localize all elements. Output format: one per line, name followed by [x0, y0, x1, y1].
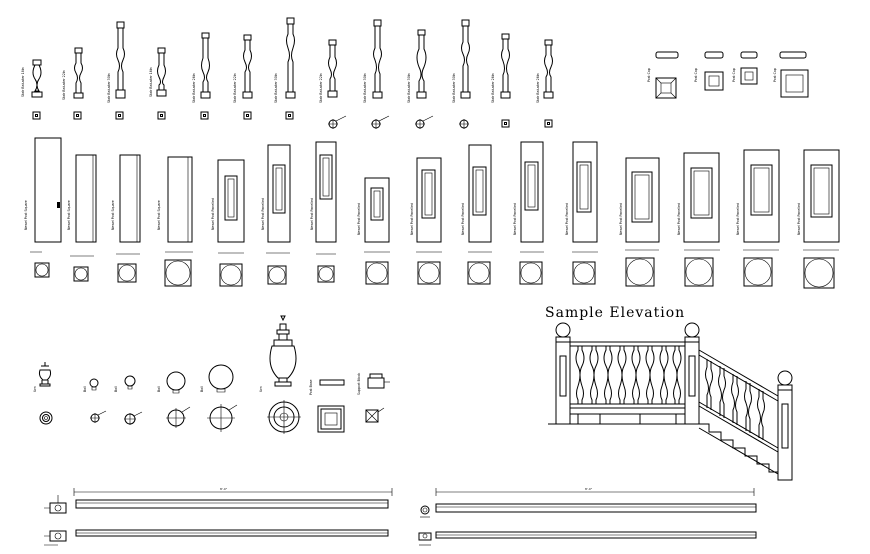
svg-text:Stair Baluster 16in: Stair Baluster 16in — [149, 67, 153, 97]
sample-elevation: Sample Elevation — [545, 305, 793, 481]
finial-ball-2: Ball — [114, 375, 143, 425]
baluster-6: Stair Baluster 22in — [233, 34, 253, 120]
newel-post-12: Newel Post Panelled — [565, 141, 598, 285]
svg-text:Ball: Ball — [157, 386, 161, 392]
baluster-3: Stair Baluster 30in — [107, 21, 126, 120]
baluster-1: Stair Baluster 18in — [21, 59, 43, 120]
baluster-11: Stair Baluster 30in — [452, 19, 471, 129]
svg-text:Urn: Urn — [259, 386, 263, 392]
baluster-2: Stair Baluster 22in — [62, 47, 84, 120]
svg-text:Stair Baluster 22in: Stair Baluster 22in — [62, 70, 66, 100]
landing-balusters — [575, 346, 682, 404]
svg-text:Newel Post Panelled: Newel Post Panelled — [619, 203, 623, 235]
svg-text:Stair Baluster 30in: Stair Baluster 30in — [407, 73, 411, 103]
baluster-10: Stair Baluster 30in — [407, 29, 434, 129]
svg-text:Post Cap: Post Cap — [773, 68, 777, 82]
svg-text:Newel Post Panelled: Newel Post Panelled — [677, 203, 681, 235]
svg-text:8'-0": 8'-0" — [585, 487, 593, 491]
svg-text:Support Block: Support Block — [357, 373, 361, 395]
newel-post-6: Newel Post Panelled — [261, 144, 291, 285]
svg-text:Newel Post Panelled: Newel Post Panelled — [797, 203, 801, 235]
newel-post-4: Newel Post Square — [157, 156, 193, 287]
svg-text:Stair Baluster 26in: Stair Baluster 26in — [192, 73, 196, 103]
svg-text:8'-0": 8'-0" — [220, 487, 228, 491]
newel-post-9: Newel Post Panelled — [410, 157, 442, 285]
finial-group: Urn Ball Ball Ball Ball Urn — [33, 315, 390, 434]
newel-post-row: Newel Post Square Newel Post Square Newe… — [24, 137, 840, 289]
svg-text:Stair Baluster 30in: Stair Baluster 30in — [363, 73, 367, 103]
newel-post-2: Newel Post Square — [67, 154, 97, 282]
svg-text:Newel Post Panelled: Newel Post Panelled — [736, 203, 740, 235]
svg-text:Stair Baluster 26in: Stair Baluster 26in — [491, 73, 495, 103]
svg-text:Newel Post Panelled: Newel Post Panelled — [261, 198, 265, 230]
baluster-8: Stair Baluster 22in — [319, 39, 347, 129]
svg-text:Newel Post Panelled: Newel Post Panelled — [410, 203, 414, 235]
svg-text:Urn: Urn — [33, 386, 37, 392]
newel-post-14: Newel Post Panelled — [677, 152, 720, 287]
newel-post-7: Newel Post Panelled — [310, 141, 337, 283]
finial-ball-1: Ball — [83, 378, 107, 423]
baluster-4: Stair Baluster 16in — [149, 47, 167, 120]
newel-post-5: Newel Post Panelled — [211, 159, 245, 287]
newel-post-11: Newel Post Panelled — [513, 141, 544, 285]
svg-text:Newel Post Square: Newel Post Square — [67, 200, 71, 230]
baluster-12: Stair Baluster 26in — [491, 33, 511, 128]
svg-text:Newel Post Square: Newel Post Square — [24, 200, 28, 230]
svg-text:Stair Baluster 18in: Stair Baluster 18in — [21, 67, 25, 97]
newel-post-15: Newel Post Panelled — [736, 149, 780, 287]
baluster-9: Stair Baluster 30in — [363, 19, 390, 129]
finial-urn-small: Urn — [33, 362, 53, 425]
newel-post-16: Newel Post Panelled — [797, 149, 840, 289]
end-newel-post — [777, 370, 793, 481]
baluster-5: Stair Baluster 26in — [192, 32, 211, 120]
svg-text:Ball: Ball — [83, 386, 87, 392]
finial-ball-4: Ball — [200, 364, 238, 432]
svg-text:Newel Post Panelled: Newel Post Panelled — [211, 198, 215, 230]
svg-text:Newel Post Panelled: Newel Post Panelled — [565, 203, 569, 235]
baluster-7: Stair Baluster 30in — [274, 17, 296, 120]
post-cap-group: Post Cap Post Cap Post Cap Post Cap — [647, 51, 809, 99]
svg-text:Stair Baluster 30in: Stair Baluster 30in — [452, 73, 456, 103]
newel-post-1: Newel Post Square — [24, 137, 62, 278]
support-bracket: Support Block — [357, 373, 390, 423]
svg-text:Stair Baluster 30in: Stair Baluster 30in — [107, 73, 111, 103]
svg-text:Newel Post Panelled: Newel Post Panelled — [461, 203, 465, 235]
svg-text:Newel Post Square: Newel Post Square — [111, 200, 115, 230]
stair-balusters — [705, 359, 765, 440]
post-base-square: Post Base — [309, 379, 345, 433]
svg-text:Post Base: Post Base — [309, 380, 313, 395]
svg-text:Post Cap: Post Cap — [732, 68, 736, 82]
handrail-right: 8'-0" — [418, 487, 757, 546]
svg-text:Newel Post Square: Newel Post Square — [157, 200, 161, 230]
newel-post-8: Newel Post Panelled — [357, 177, 390, 285]
svg-text:Newel Post Panelled: Newel Post Panelled — [513, 203, 517, 235]
sample-elevation-title: Sample Elevation — [545, 305, 685, 321]
baluster-row: Stair Baluster 18in Stair Baluster 22in … — [21, 17, 554, 129]
svg-text:Ball: Ball — [114, 386, 118, 392]
svg-text:Stair Baluster 22in: Stair Baluster 22in — [319, 73, 323, 103]
svg-text:Newel Post Panelled: Newel Post Panelled — [357, 203, 361, 235]
svg-text:Ball: Ball — [200, 386, 204, 392]
svg-text:Stair Baluster 30in: Stair Baluster 30in — [274, 73, 278, 103]
finial-ball-3: Ball — [157, 371, 191, 428]
svg-text:Newel Post Panelled: Newel Post Panelled — [310, 198, 314, 230]
middle-newel-post — [684, 322, 700, 425]
baluster-13: Stair Baluster 26in — [536, 39, 554, 128]
newel-post-10: Newel Post Panelled — [461, 144, 492, 285]
newel-post-3: Newel Post Square — [111, 154, 141, 283]
svg-text:Post Cap: Post Cap — [647, 68, 651, 82]
newel-post-13: Newel Post Panelled — [619, 157, 660, 287]
svg-text:Stair Baluster 26in: Stair Baluster 26in — [536, 73, 540, 103]
left-newel-post — [555, 322, 571, 425]
handrail-profiles: 8'-0" 8'-0" — [44, 487, 757, 546]
handrail-left: 8'-0" — [44, 487, 393, 546]
svg-text:Stair Baluster 22in: Stair Baluster 22in — [233, 73, 237, 103]
svg-text:Post Cap: Post Cap — [694, 68, 698, 82]
finial-urn-large: Urn — [259, 315, 301, 434]
